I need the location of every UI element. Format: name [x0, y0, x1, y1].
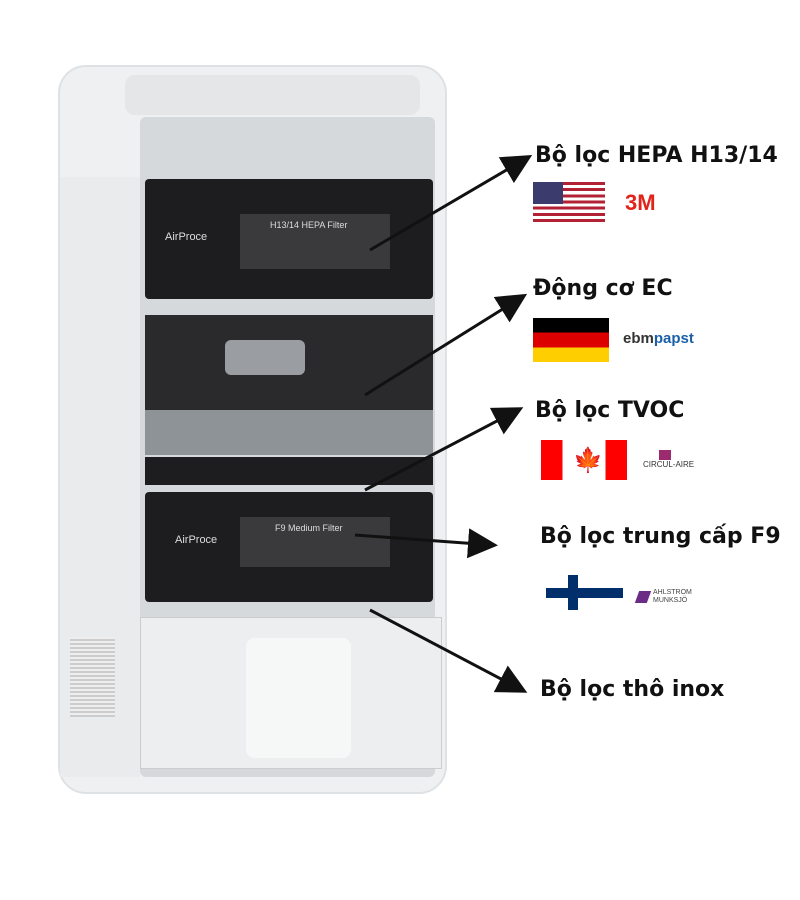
f9-label: F9 Medium Filter: [275, 523, 343, 533]
prefilter-panel: [140, 617, 442, 769]
label-tvoc: Bộ lọc TVOC: [535, 398, 685, 423]
circul-aire-logo: CIRCUL-AIRE: [643, 450, 694, 469]
fan-tray: [145, 410, 433, 455]
ebmpapst-logo: ebmpapst: [623, 330, 694, 347]
handle[interactable]: [246, 638, 351, 758]
label-ec-motor: Động cơ EC: [533, 276, 673, 301]
arrow-tvoc: [364, 407, 524, 492]
arrow-prefilter: [369, 608, 528, 693]
label-f9: Bộ lọc trung cấp F9: [540, 524, 781, 549]
top-vent: [125, 75, 420, 115]
hepa-filter: AirProce H13/14 HEPA Filter: [145, 179, 433, 299]
arrow-motor: [364, 293, 528, 397]
ec-motor: [225, 340, 305, 375]
filter-label-panel: H13/14 HEPA Filter: [240, 214, 390, 269]
ahlstrom-text: AHLSTROM MUNKSJÖ: [653, 589, 692, 604]
air-purifier-device: AirProce H13/14 HEPA Filter AirProce F9 …: [58, 65, 447, 794]
brand-text: AirProce: [175, 534, 218, 546]
label-hepa: Bộ lọc HEPA H13/14: [535, 143, 778, 168]
3m-logo: 3M: [625, 190, 656, 215]
filter-label-panel: F9 Medium Filter: [240, 517, 390, 567]
brand-text: AirProce: [165, 231, 208, 243]
side-grille: [70, 637, 115, 717]
hepa-label: H13/14 HEPA Filter: [270, 220, 348, 230]
f9-filter: AirProce F9 Medium Filter: [145, 492, 433, 602]
ec-motor-bay: [145, 315, 433, 455]
arrow-f9: [354, 528, 498, 559]
canada-flag-icon: 🍁: [541, 440, 627, 480]
arrow-hepa: [369, 154, 533, 252]
germany-flag-icon: [533, 318, 609, 362]
finland-flag-icon: [546, 575, 623, 610]
circul-aire-text: CIRCUL-AIRE: [643, 460, 695, 469]
label-prefilter: Bộ lọc thô inox: [540, 677, 725, 702]
usa-flag-icon: [533, 182, 605, 222]
ahlstrom-logo: AHLSTROM MUNKSJÖ: [634, 589, 723, 605]
